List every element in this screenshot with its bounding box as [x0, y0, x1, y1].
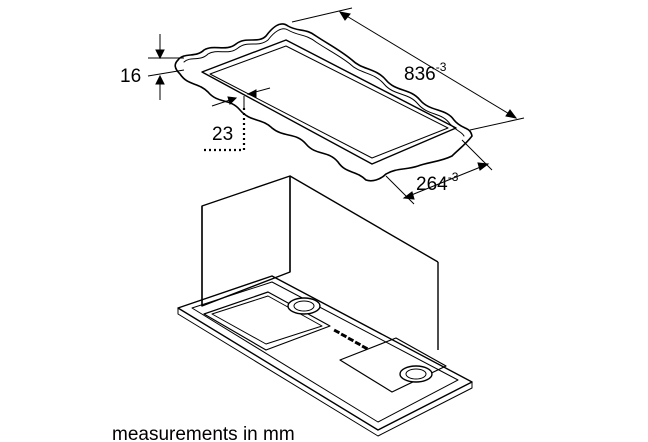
template-inner-panel-bevel [209, 45, 449, 159]
hood-filter-panel-right [339, 337, 447, 393]
template-inner-panel [201, 39, 457, 165]
hood-filter-panel-inner [211, 295, 323, 345]
hood-bottom-frame [177, 275, 473, 431]
hood-light-right-inner [405, 368, 427, 380]
hood-housing-left-face [201, 175, 291, 307]
dimension-width-label: 264-3 [416, 170, 459, 195]
hood-control-button [347, 336, 355, 343]
template-outer-edge-inner [183, 28, 465, 137]
dimension-length-label: 836-3 [404, 60, 447, 85]
measurements-caption: measurements in mm [112, 424, 295, 442]
dimension-length-value: 836 [404, 64, 436, 85]
dimension-length-tolerance: -3 [436, 60, 447, 74]
hood-control-button [333, 328, 341, 335]
hood-light-left [287, 297, 321, 315]
hood-control-buttons [333, 328, 369, 351]
hood-control-button [340, 332, 348, 339]
hood-bottom-frame-edge [177, 308, 473, 437]
dimension-width [385, 139, 493, 205]
hood-control-button [361, 344, 369, 351]
dimension-height [147, 34, 185, 100]
dimension-width-tolerance: -3 [448, 170, 459, 184]
hood-light-left-inner [293, 300, 315, 312]
template-outer-edge [174, 23, 473, 182]
hood-frame-inner-rim [191, 281, 459, 423]
hood-filter-panel [203, 291, 331, 351]
hood-unit [177, 175, 473, 437]
hood-control-button [354, 340, 362, 347]
dimension-offset-label: 23 [212, 124, 233, 145]
dimension-offset-dotted-leader [204, 108, 246, 152]
dimension-height-label: 16 [120, 66, 141, 87]
dimension-width-value: 264 [416, 174, 448, 195]
dimension-offset [211, 87, 271, 108]
cutout-template [174, 23, 473, 182]
hood-light-right [399, 365, 433, 383]
dimension-length [291, 7, 525, 131]
hood-housing-top-face [289, 175, 439, 263]
